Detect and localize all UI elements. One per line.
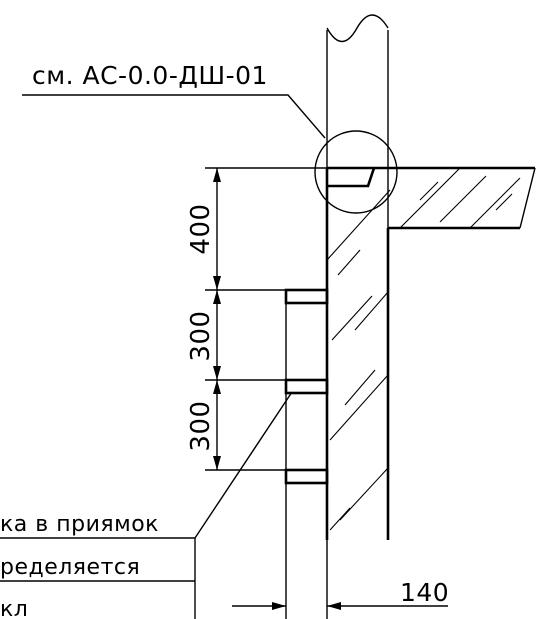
note-line-1: ка в приямок [0, 512, 159, 537]
note-line-2: ределяется [0, 555, 140, 580]
dimension-400: 400 [186, 203, 216, 254]
width-dimension [232, 540, 448, 619]
vertical-dimension-chain [205, 167, 327, 471]
detail-callout [22, 94, 398, 214]
reference-label: см. АС-0.0-ДШ-01 [32, 61, 268, 90]
section-hatching [327, 168, 521, 531]
notes-leader [0, 391, 293, 619]
ladder-rungs [284, 288, 329, 619]
note-line-3: кл [0, 597, 28, 619]
dimension-300-middle: 300 [186, 310, 216, 361]
dimension-300-lower: 300 [186, 400, 216, 451]
shaft-upper [326, 14, 389, 168]
wall-section-outline [325, 166, 536, 540]
dimension-140: 140 [400, 578, 449, 607]
